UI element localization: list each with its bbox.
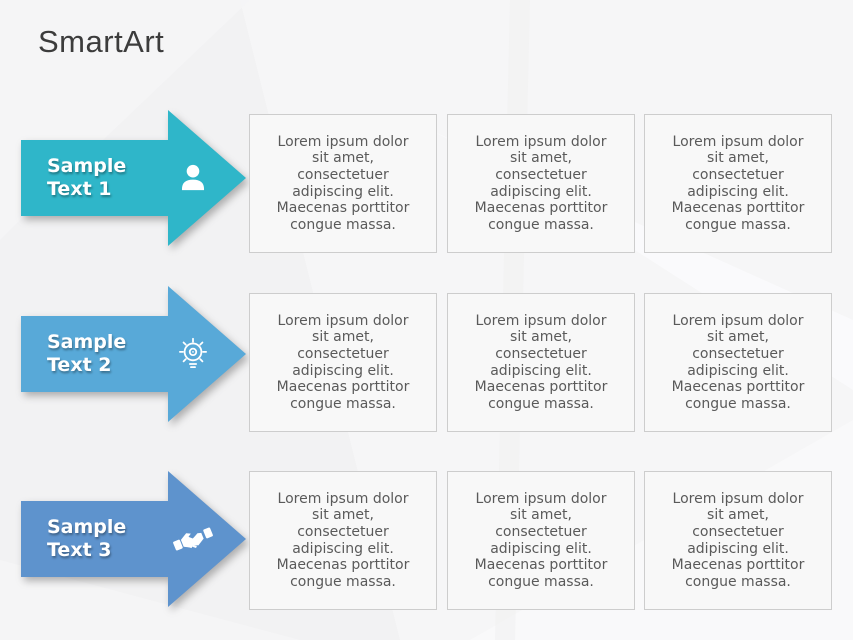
card: Lorem ipsum dolor sit amet, consectetuer… (644, 114, 832, 253)
card: Lorem ipsum dolor sit amet, consectetuer… (249, 114, 437, 253)
card-text: Lorem ipsum dolor sit amet, consectetuer… (671, 312, 805, 412)
user-icon (172, 157, 214, 199)
arrow-label: Sample Text 3 (47, 515, 127, 561)
idea-lightbulb-icon (172, 333, 214, 375)
arrow-head (168, 471, 246, 607)
card: Lorem ipsum dolor sit amet, consectetuer… (447, 114, 635, 253)
card-text: Lorem ipsum dolor sit amet, consectetuer… (276, 312, 410, 412)
card: Lorem ipsum dolor sit amet, consectetuer… (447, 293, 635, 432)
card-text: Lorem ipsum dolor sit amet, consectetuer… (276, 133, 410, 233)
card: Lorem ipsum dolor sit amet, consectetuer… (447, 471, 635, 610)
arrow-sample-text-1: Sample Text 1 (21, 110, 246, 246)
card-text: Lorem ipsum dolor sit amet, consectetuer… (474, 312, 608, 412)
arrow-sample-text-3: Sample Text 3 (21, 471, 246, 607)
arrow-sample-text-2: Sample Text 2 (21, 286, 246, 422)
card-text: Lorem ipsum dolor sit amet, consectetuer… (276, 490, 410, 590)
card: Lorem ipsum dolor sit amet, consectetuer… (644, 471, 832, 610)
handshake-icon (172, 518, 214, 560)
arrow-body (21, 501, 168, 577)
arrow-label: Sample Text 2 (47, 330, 127, 376)
arrow-label: Sample Text 1 (47, 154, 127, 200)
card-text: Lorem ipsum dolor sit amet, consectetuer… (474, 133, 608, 233)
arrow-body (21, 140, 168, 216)
card: Lorem ipsum dolor sit amet, consectetuer… (249, 293, 437, 432)
arrow-head (168, 286, 246, 422)
card-text: Lorem ipsum dolor sit amet, consectetuer… (474, 490, 608, 590)
arrow-head (168, 110, 246, 246)
card: Lorem ipsum dolor sit amet, consectetuer… (249, 471, 437, 610)
card-text: Lorem ipsum dolor sit amet, consectetuer… (671, 133, 805, 233)
card-text: Lorem ipsum dolor sit amet, consectetuer… (671, 490, 805, 590)
page-title: SmartArt (38, 24, 165, 59)
card: Lorem ipsum dolor sit amet, consectetuer… (644, 293, 832, 432)
arrow-body (21, 316, 168, 392)
